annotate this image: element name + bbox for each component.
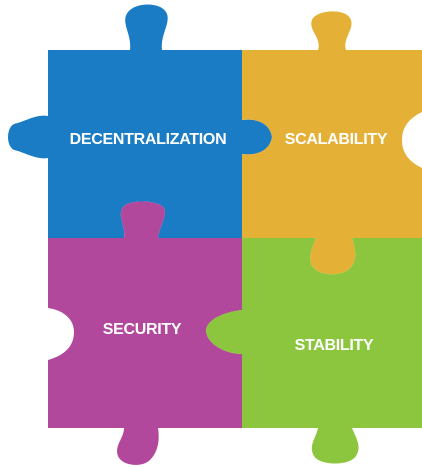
security-label: SECURITY: [103, 321, 182, 338]
puzzle-piece-decentralization: [8, 4, 272, 238]
puzzle-piece-security: [48, 201, 242, 465]
puzzle-piece-scalability: [242, 11, 422, 275]
stability-label: STABILITY: [295, 337, 374, 354]
scalability-label: SCALABILITY: [285, 131, 388, 148]
puzzle-piece-stability: [206, 238, 422, 464]
decentralization-label: DECENTRALIZATION: [70, 131, 227, 148]
